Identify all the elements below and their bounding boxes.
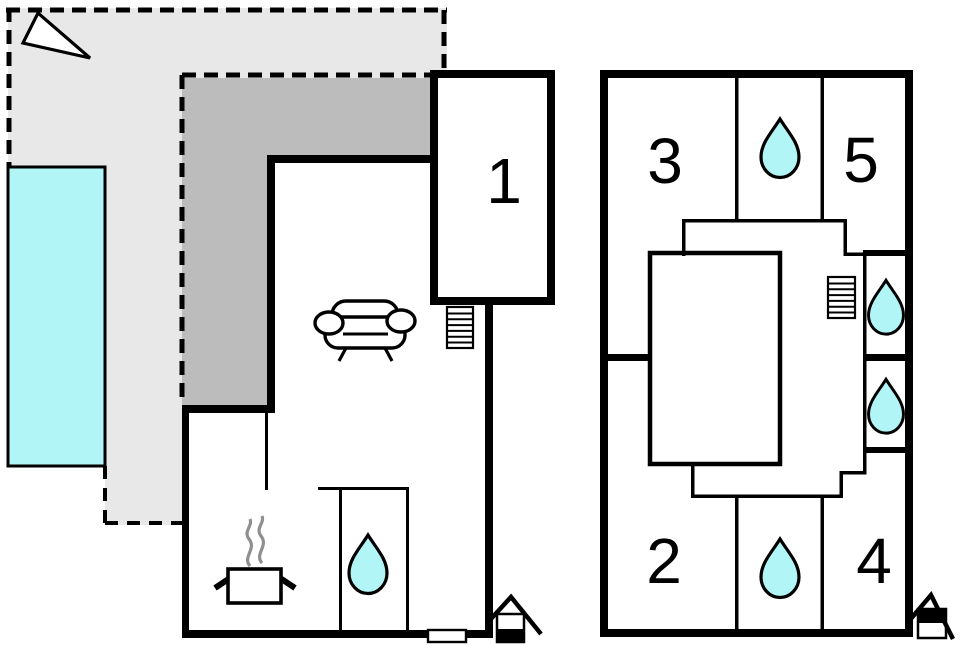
room-label-5: 5 bbox=[843, 124, 879, 196]
stairs-icon bbox=[826, 275, 857, 320]
wall-segment bbox=[430, 70, 555, 78]
wall-segment bbox=[485, 297, 493, 638]
wall-segment bbox=[267, 155, 438, 163]
wall-segment bbox=[843, 219, 847, 256]
room-label-1: 1 bbox=[486, 145, 522, 217]
upper-floor-partitions bbox=[682, 78, 867, 633]
room-label-3: 3 bbox=[647, 125, 683, 197]
ground-floor-plan: 1 bbox=[6, 7, 555, 644]
wall-segment bbox=[682, 219, 686, 256]
entrance-house-icon bbox=[907, 590, 956, 641]
entrance-house-icon bbox=[487, 593, 543, 644]
wall-segment bbox=[600, 354, 650, 361]
wall-segment bbox=[682, 219, 847, 223]
wall-segment bbox=[691, 463, 695, 498]
ground-floor-partitions bbox=[265, 413, 409, 633]
wall-segment bbox=[182, 405, 275, 413]
wall-segment bbox=[839, 471, 867, 475]
stairs-icon bbox=[445, 305, 475, 350]
wall-segment bbox=[267, 155, 275, 413]
wall-segment bbox=[691, 494, 843, 498]
sofa-icon bbox=[313, 299, 417, 362]
wall-segment bbox=[863, 447, 909, 453]
wall-segment bbox=[318, 487, 409, 490]
upper-floor-plan: 3 5 2 4 bbox=[600, 70, 956, 641]
wall-segment bbox=[406, 487, 409, 633]
wall-segment bbox=[735, 78, 739, 221]
room-label-4: 4 bbox=[856, 525, 892, 597]
wall-segment bbox=[735, 497, 739, 633]
wall-segment bbox=[839, 471, 843, 498]
wall-segment bbox=[863, 354, 909, 361]
cooking-pot-icon bbox=[213, 515, 297, 605]
terrace-area bbox=[8, 8, 447, 525]
water-drop-icon bbox=[347, 533, 389, 596]
veranda-area bbox=[182, 78, 430, 405]
wall-segment bbox=[430, 70, 438, 305]
wall-segment bbox=[182, 405, 189, 637]
wall-segment bbox=[820, 497, 824, 633]
wall-segment bbox=[820, 78, 824, 221]
landing-area bbox=[647, 250, 783, 467]
ground-floor-walls bbox=[182, 70, 555, 638]
door-marker bbox=[426, 628, 468, 644]
wall-segment bbox=[843, 252, 867, 256]
room-label-2: 2 bbox=[646, 525, 682, 597]
pool bbox=[6, 165, 107, 468]
north-arrow-icon bbox=[20, 10, 92, 60]
wall-segment bbox=[339, 487, 342, 633]
wall-segment bbox=[547, 70, 555, 305]
upper-floor-walls bbox=[600, 250, 909, 453]
wall-segment bbox=[182, 630, 493, 638]
terrace-dashed-border bbox=[6, 7, 447, 525]
wall-segment bbox=[863, 252, 867, 474]
wall-segment bbox=[863, 250, 909, 256]
wall-segment bbox=[265, 413, 268, 490]
